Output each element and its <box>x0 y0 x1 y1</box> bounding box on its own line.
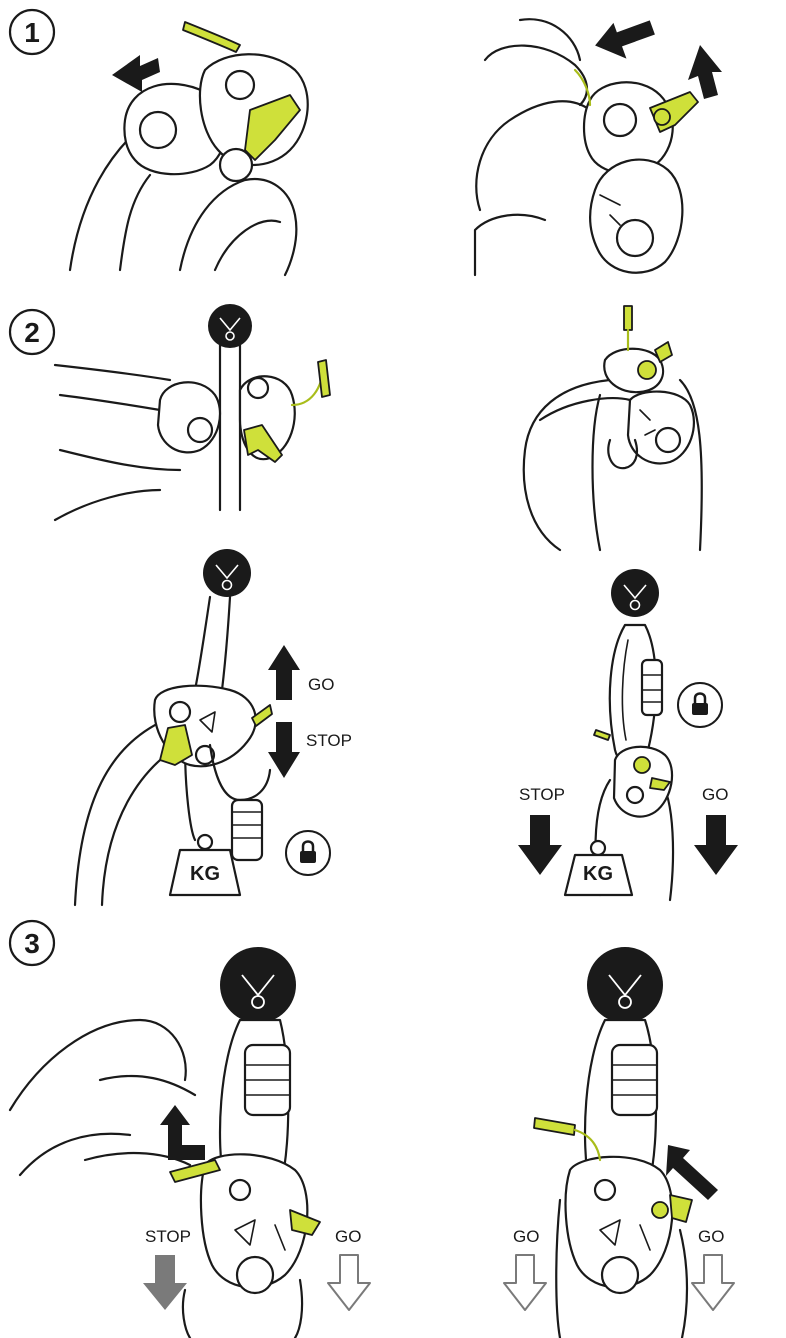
arrow-up-icon <box>160 1105 205 1160</box>
panel-2a-install-rope <box>53 304 331 522</box>
step-1-badge: 1 <box>8 8 56 56</box>
stop-label: STOP <box>519 785 565 804</box>
go-label: GO <box>702 785 728 804</box>
step-2-badge: 2 <box>8 308 56 356</box>
step-3-badge: 3 <box>8 919 56 967</box>
arrow-down-icon <box>143 1255 187 1310</box>
weight-label: KG <box>190 863 220 885</box>
panel-1a-hand-opening-device <box>68 21 309 277</box>
arrow-down-icon <box>691 1254 735 1311</box>
anchor-icon <box>220 947 296 1023</box>
panel-3b-release: GO GO <box>503 947 735 1338</box>
arrow-left-icon <box>112 55 160 92</box>
arrow-down-icon <box>327 1254 371 1311</box>
arrow-up-right-icon <box>688 45 722 99</box>
arrow-down-icon <box>268 722 300 778</box>
arrow-down-icon <box>518 815 562 875</box>
arrow-down-icon <box>694 815 738 875</box>
go-label: GO <box>698 1227 724 1246</box>
anchor-icon <box>611 569 659 617</box>
panel-3a-pull-handle: STOP GO <box>8 947 371 1338</box>
arrow-up-left-icon <box>595 20 655 59</box>
weight-icon: KG <box>168 833 242 897</box>
weight-label: KG <box>583 863 613 885</box>
weight-icon: KG <box>563 839 634 897</box>
step-2-number: 2 <box>24 317 40 348</box>
anchor-icon <box>587 947 663 1023</box>
go-label: GO <box>513 1227 539 1246</box>
stop-label: STOP <box>306 731 352 750</box>
panel-1b-hand-pulling-cam <box>473 18 722 277</box>
arrow-down-icon <box>503 1254 547 1311</box>
panel-2d-in-use-carabiner: KG STOP GO <box>518 569 738 902</box>
go-label: GO <box>308 675 334 694</box>
anchor-icon <box>203 549 251 597</box>
arrow-up-icon <box>268 645 300 700</box>
lock-icon <box>677 682 723 728</box>
panel-2b-hold-device <box>522 305 703 552</box>
stop-label: STOP <box>145 1227 191 1246</box>
go-label: GO <box>335 1227 361 1246</box>
lock-icon <box>285 830 331 876</box>
step-1-number: 1 <box>24 17 40 48</box>
panel-2c-in-use: KG GO STOP <box>73 549 352 907</box>
arrow-up-left-icon <box>666 1145 718 1200</box>
anchor-icon <box>208 304 252 348</box>
step-3-number: 3 <box>24 928 40 959</box>
